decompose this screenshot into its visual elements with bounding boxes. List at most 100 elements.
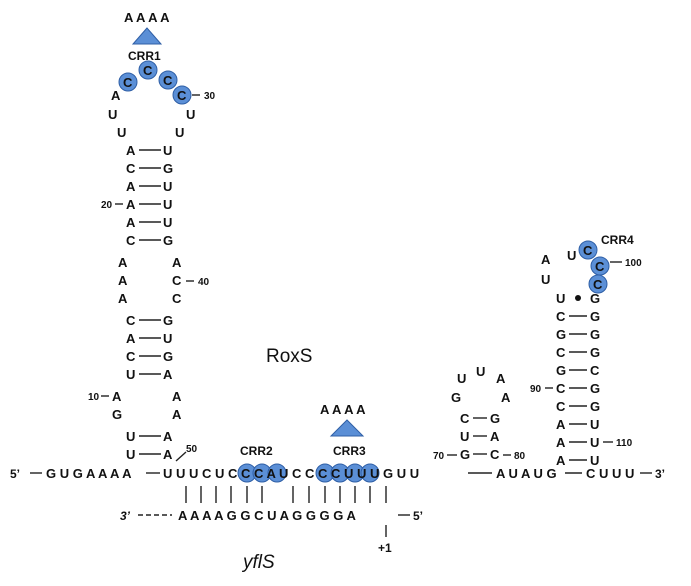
roxs-label: RoxS <box>266 346 312 367</box>
nt: A <box>556 417 566 432</box>
sl1-loop-u3: U <box>117 125 126 140</box>
nt: U <box>590 417 599 432</box>
crr3-label: CRR3 <box>333 444 366 458</box>
pos-80: 80 <box>514 451 526 462</box>
nt: C <box>556 381 566 396</box>
nt: C <box>126 349 136 364</box>
nt: A <box>118 291 128 306</box>
nt: C <box>590 363 600 378</box>
sl1-middle-stem: C G A U C G U A <box>126 313 173 382</box>
nt: A <box>118 255 128 270</box>
nt: G <box>590 399 600 414</box>
sl1-loop-u4: U <box>175 125 184 140</box>
nt: G <box>556 327 566 342</box>
nt: C <box>172 273 182 288</box>
pairing-ticks <box>185 486 387 503</box>
stem-loop-2: U U A G A C G U A 70 G C 80 <box>433 364 526 462</box>
nt: G <box>163 233 173 248</box>
nt: G <box>163 161 173 176</box>
polya-top-label: A A A A <box>124 10 170 25</box>
nt: U <box>126 429 135 444</box>
crr1-label: CRR1 <box>128 49 161 63</box>
crr2-c3-highlight <box>267 463 287 483</box>
nt: A <box>556 435 566 450</box>
main-strand-aug-segment: A U A U G <box>496 466 557 481</box>
nt: G <box>163 349 173 364</box>
sl1-loop-a: A <box>111 88 121 103</box>
nt: U <box>163 331 172 346</box>
nt: C <box>126 313 136 328</box>
nt: U <box>556 291 565 306</box>
main-strand-mid-segment: U U U C U C C C A U C C C C U U U G U U <box>163 466 419 481</box>
yfls-label: yflS <box>241 552 275 573</box>
stem-loop-1: A A A A CRR1 C C C C 30 A U U U U A U C … <box>88 10 216 462</box>
crr4-c1-highlight <box>578 240 598 260</box>
nt: C <box>460 411 470 426</box>
crr4-c3-highlight <box>588 274 608 294</box>
nt: U <box>460 429 469 444</box>
nt: A <box>541 252 551 267</box>
nt: C <box>583 243 593 258</box>
crr3-triangle-icon <box>329 419 365 437</box>
nt: A <box>126 331 136 346</box>
nt: A <box>496 371 506 386</box>
polya-mid-label: A A A A <box>320 402 366 417</box>
nt: A <box>126 179 136 194</box>
nt: C <box>593 277 603 292</box>
pos-30: 30 <box>204 91 216 102</box>
crr1-c1-highlight <box>118 72 138 92</box>
nt: A <box>118 273 128 288</box>
nt: G <box>590 345 600 360</box>
nt: U <box>163 197 172 212</box>
nt: U <box>163 143 172 158</box>
nt: G <box>451 390 461 405</box>
nt: A <box>163 447 173 462</box>
nt: A <box>126 143 136 158</box>
crr1-c4-highlight <box>172 85 192 105</box>
nt: C <box>126 161 136 176</box>
main-strand-5-segment: G U G A A A A <box>46 466 132 481</box>
nt: G <box>163 313 173 328</box>
pos-110: 110 <box>616 438 633 449</box>
nt: C <box>595 259 605 274</box>
nt: G <box>590 381 600 396</box>
pos-40: 40 <box>198 277 210 288</box>
nt: A <box>501 390 511 405</box>
nt: G <box>590 291 600 306</box>
sl1-loop-c2: C <box>143 63 153 78</box>
nt: A <box>126 215 136 230</box>
crr1-triangle-icon <box>131 27 163 45</box>
nt: G <box>112 407 122 422</box>
plus-one-label: +1 <box>378 541 392 555</box>
sl1-loop-u1: U <box>108 107 117 122</box>
nt: U <box>541 272 550 287</box>
pos-10: 10 <box>88 392 100 403</box>
nt: A <box>112 389 122 404</box>
nt: U <box>457 371 466 386</box>
crr1-c3-highlight <box>158 70 178 90</box>
nt: A <box>172 389 182 404</box>
crr3-c4-highlight <box>360 463 380 483</box>
nt: A <box>490 429 500 444</box>
nt: A <box>163 429 173 444</box>
nt: A <box>172 255 182 270</box>
nt: C <box>556 399 566 414</box>
main-strand-3-segment: C U U U <box>586 466 634 481</box>
nt: U <box>163 179 172 194</box>
nt: A <box>556 453 566 468</box>
three-prime-top-label: 3’ <box>655 467 665 481</box>
yfls-strand-text: A A A A G G C U A G G G G A <box>178 508 357 523</box>
nt: U <box>126 447 135 462</box>
five-prime-top-label: 5’ <box>10 467 20 481</box>
nt: A <box>172 407 182 422</box>
roxs-main-strand: 5’ G U G A A A A CRR2 CRR3 A A A A U U U… <box>10 402 665 483</box>
stem-loop-3: CRR4 C C C 100 U A U U G C G G G C G G C… <box>530 233 642 468</box>
sl1-loop-c1: C <box>123 75 133 90</box>
yfls-pairing: 3’ A A A A G G C U A G G G G A 5’ +1 yfl… <box>120 486 423 573</box>
pos-70: 70 <box>433 451 445 462</box>
three-prime-bottom-label: 3’ <box>120 509 131 523</box>
nt: G <box>490 411 500 426</box>
nt: G <box>460 447 470 462</box>
nt: C <box>172 291 182 306</box>
